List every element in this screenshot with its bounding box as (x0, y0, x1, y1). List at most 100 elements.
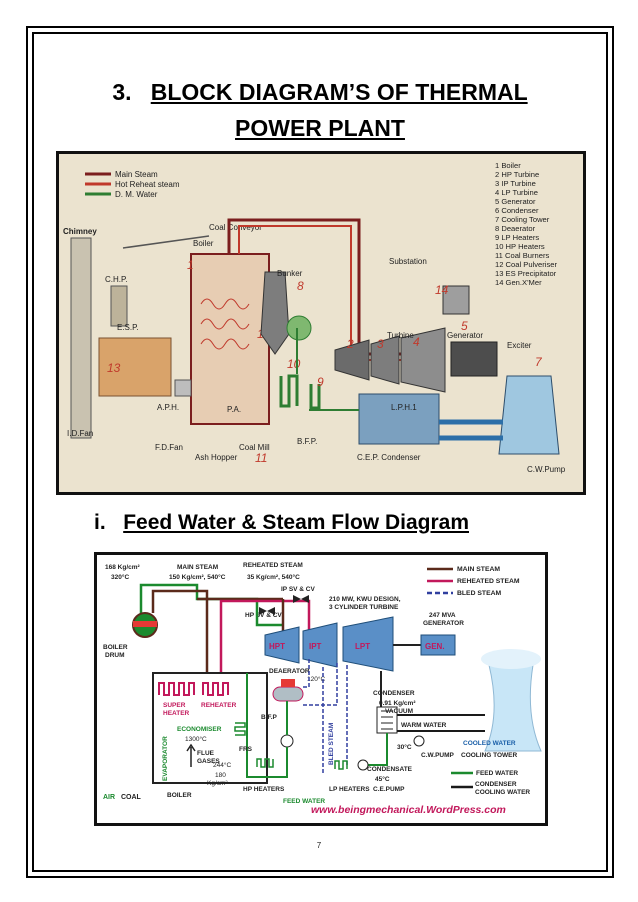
bfp-pump-icon (280, 734, 294, 748)
flue-gases-label-2: GASES (197, 758, 220, 765)
steam-flow-svg: MAIN STEAM REHEATED STEAM BLED STEAM FEE… (103, 562, 542, 816)
warm-water-label: WARM WATER (401, 722, 447, 729)
hp-turbine-number: 2 (346, 337, 354, 351)
esp-unit (98, 337, 172, 397)
subsection-title: i. Feed Water & Steam Flow Diagram (94, 511, 469, 535)
furnace-temp: 1300°C (185, 735, 207, 743)
chimney (70, 237, 92, 439)
reheat-pipe (219, 599, 311, 673)
lp-turbine-number: 4 (413, 335, 420, 349)
page-number: 7 (316, 841, 322, 850)
legend-main-steam: MAIN STEAM (457, 566, 500, 573)
boiler-label: BOILER (167, 792, 192, 799)
condenser-tubes (381, 710, 393, 730)
gen-label: GEN. (425, 642, 445, 651)
subsection-title-text: Feed Water & Steam Flow Diagram (123, 511, 469, 534)
legend-bled-steam: BLED STEAM (457, 590, 502, 597)
key-item: 12 Coal Pulveriser (495, 260, 558, 269)
legend-cooling-water-wrap: CONDENSER COOLING WATER (475, 781, 530, 796)
ipt-label: IPT (309, 642, 322, 651)
eco-inlet-pressure: 180 (215, 772, 226, 779)
vacuum-label: VACUUM (385, 708, 413, 715)
ip-turbine-number: 3 (377, 337, 384, 351)
reheated-steam-label: REHEATED STEAM (243, 562, 303, 569)
key-item: 6 Condenser (495, 206, 539, 215)
key-item: 4 LP Turbine (495, 188, 538, 197)
condensate-label: CONDENSATE (367, 766, 413, 773)
ce-pump-icon (357, 759, 369, 771)
key-item: 11 Coal Burners (495, 251, 550, 260)
section-title: 3. BLOCK DIAGRAM’S OF THERMAL (60, 79, 580, 106)
transformer-number: 14 (435, 283, 449, 297)
lp-heaters-number: 9 (317, 375, 324, 389)
cw-pump-icon (413, 735, 425, 747)
flue-gases-label-1: FLUE (197, 750, 215, 757)
key-item: 7 Cooling Tower (495, 215, 550, 224)
drum-pressure: 168 Kg/cm² (105, 564, 141, 571)
cw-pump-label: C.W.Pump (527, 465, 566, 474)
hp-heaters-label: HP HEATERS (243, 786, 285, 793)
page-border-inner (32, 32, 608, 872)
ip-valve-icon (293, 595, 301, 603)
boiler-furnace (152, 672, 268, 784)
hp-turbine (334, 339, 370, 381)
key-item: 13 ES Precipitator (495, 269, 557, 278)
boiler-drum-label-1: BOILER (103, 644, 128, 651)
coal-mill-label: Coal Mill (239, 443, 270, 452)
boiler-label: Boiler (193, 239, 214, 248)
hp-turbine (264, 626, 300, 664)
key-item: 2 HP Turbine (495, 170, 539, 179)
reheated-conditions: 35 Kg/cm², 540°C (247, 573, 300, 581)
generator-desc-1: 247 MVA (429, 612, 456, 619)
steam-flow-diagram: MAIN STEAM REHEATED STEAM BLED STEAM FEE… (94, 552, 548, 826)
deaerator-number: 8 (297, 279, 304, 293)
deaerator (286, 315, 312, 341)
key-item: 14 Gen.X'Mer (495, 278, 542, 287)
lp-turbine (342, 616, 394, 672)
page-border-outer (26, 26, 614, 878)
cw-temp: 30°C (397, 743, 412, 751)
ip-turbine (370, 335, 400, 385)
bunker-label: Bunker (277, 269, 303, 278)
bled-steam-vertical-label: BLED STEAM (328, 723, 335, 765)
feed-water-label: FEED WATER (283, 798, 325, 805)
deaerator-dome (281, 679, 295, 687)
generator-number: 5 (461, 319, 468, 333)
subsection-number: i. (94, 511, 106, 534)
evaporator-label: EVAPORATOR (162, 736, 169, 781)
eco-inlet-unit: Kg/cm² (207, 780, 228, 787)
boiler-number: 1 (187, 258, 194, 272)
hp-heaters-number: 10 (287, 357, 301, 371)
main-steam-pipe (151, 589, 209, 673)
generator-desc-2: GENERATOR (423, 620, 464, 627)
deaerator-label: DEAERATOR (269, 668, 310, 675)
condenser (358, 393, 440, 445)
generator (450, 341, 498, 377)
reheater-label: REHEATER (201, 702, 237, 709)
legend-dm-water: D. M. Water (115, 190, 158, 199)
thermal-plant-svg: Main Steam Hot Reheat steam D. M. Water … (63, 161, 566, 474)
component-key: 1 Boiler 2 HP Turbine 3 IP Turbine 4 LP … (495, 161, 558, 287)
legend-reheated-steam: REHEATED STEAM (457, 578, 520, 585)
coal-label: COAL (121, 794, 142, 801)
aph-unit (174, 379, 192, 397)
fd-fan-label: F.D.Fan (155, 443, 183, 452)
cooling-tower-label: COOLING TOWER (461, 752, 518, 759)
ce-pump-label: C.E.PUMP (373, 786, 405, 793)
turbine-label: Turbine (387, 331, 414, 340)
thermal-plant-diagram: Main Steam Hot Reheat steam D. M. Water … (56, 151, 586, 495)
substation-label: Substation (389, 257, 427, 266)
section-title-line2: POWER PLANT (235, 115, 405, 141)
cooling-tower (498, 375, 560, 455)
lp-heater-coil (334, 760, 348, 770)
boiler-drum-water (133, 621, 157, 627)
id-fan-label: I.D.Fan (67, 429, 93, 438)
website-watermark: www.beingmechanical.WordPress.com (311, 804, 506, 816)
economiser-label: ECONOMISER (177, 726, 222, 733)
main-steam-conditions: 150 Kg/cm², 540°C (169, 573, 226, 581)
hp-heaters (279, 374, 299, 408)
section-title-line1: BLOCK DIAGRAM’S OF THERMAL (150, 79, 528, 105)
lpt-label: LPT (355, 642, 370, 651)
super-heater-label-2: HEATER (163, 710, 190, 717)
hp-sv-cv-label: HP SV & CV (245, 612, 282, 619)
